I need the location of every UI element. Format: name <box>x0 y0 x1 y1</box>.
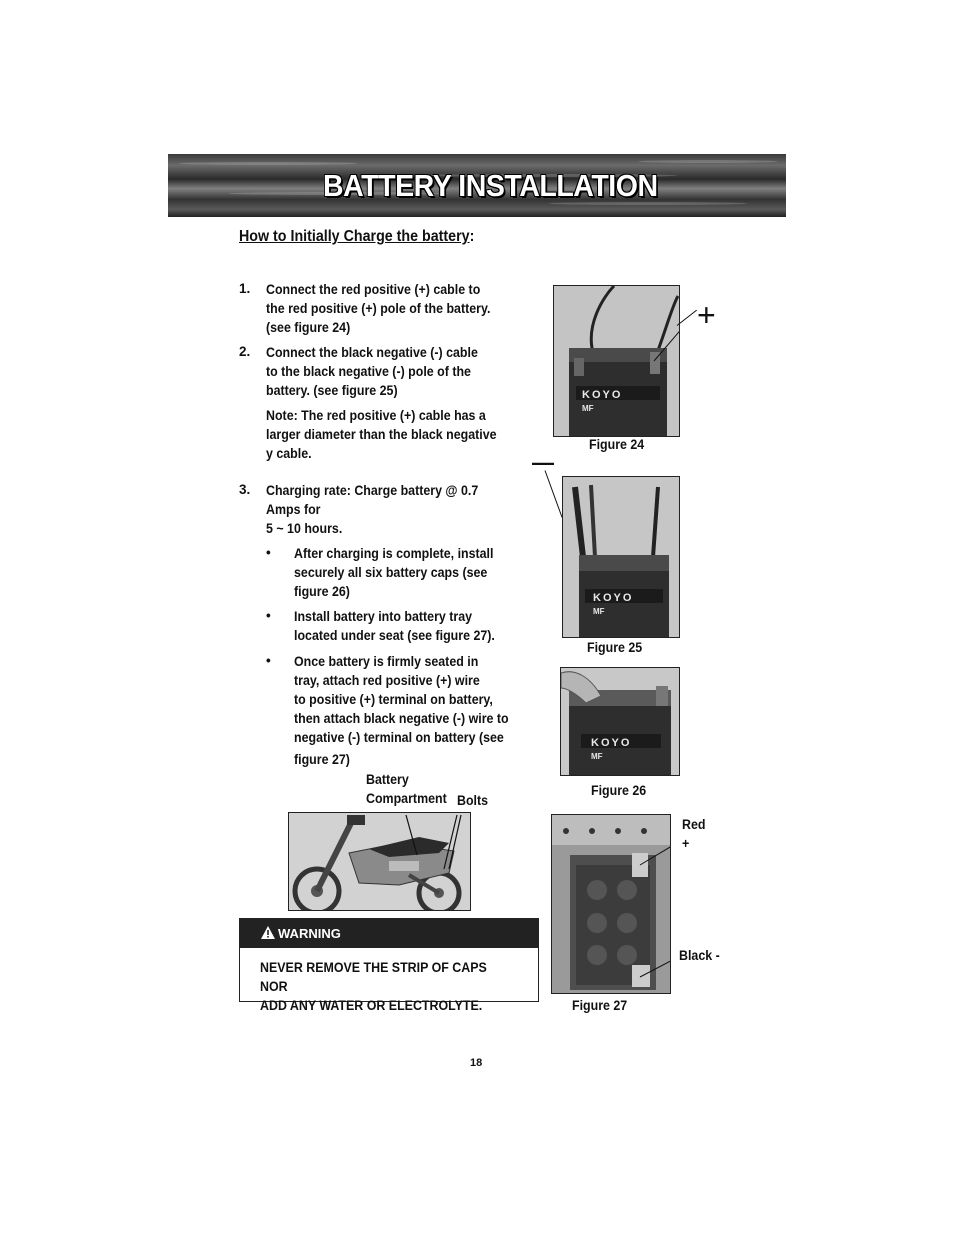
figure-25-pointer-line <box>544 470 563 518</box>
note-text: Note: The red positive (+) cable has a l… <box>266 406 514 463</box>
step-number: 3. <box>239 482 251 497</box>
note-line: y cable. <box>266 446 312 461</box>
plus-sign: + <box>697 297 716 333</box>
battery-tray-photo-27 <box>552 815 670 993</box>
red-label: Red <box>682 817 706 832</box>
red-plus-sign: + <box>682 836 690 851</box>
bullet-line: Install battery into battery tray <box>294 609 473 624</box>
battery-compartment-label: Battery Compartment <box>366 770 447 808</box>
black-label: Black - <box>679 948 720 963</box>
minus-sign: — <box>532 450 554 475</box>
battery-brand-text: KOYO <box>591 737 631 749</box>
step-text: Connect the black negative (-) cable to … <box>266 343 514 400</box>
step-text: Connect the red positive (+) cable to th… <box>266 280 514 337</box>
callout-line: Battery <box>366 772 409 787</box>
note-line: Note: The red positive (+) cable has a <box>266 408 486 423</box>
section-heading-text: How to Initially Charge the battery <box>239 228 470 245</box>
figure-25-caption: Figure 25 <box>587 640 643 655</box>
step-line: the red positive (+) pole of the battery… <box>266 301 491 316</box>
bullet-line: then attach black negative (-) wire to <box>294 711 509 726</box>
note-line: larger diameter than the black negative <box>266 427 497 442</box>
bullet-symbol: • <box>266 545 271 560</box>
step-number: 1. <box>239 281 251 296</box>
figure-27-photo <box>551 814 671 994</box>
battery-model-text: MF <box>593 607 605 616</box>
bullet-symbol: • <box>266 653 271 668</box>
bullet-line: figure 27) <box>294 752 350 767</box>
battery-photo-26: KOYO MF <box>561 668 679 775</box>
figure-25-photo: KOYO MF <box>562 476 680 638</box>
battery-brand-text: KOYO <box>582 389 622 401</box>
bullet-line: figure 26) <box>294 584 350 599</box>
dirt-bike-illustration <box>289 813 470 910</box>
bullet-line: negative (-) terminal on battery (see <box>294 730 504 745</box>
step-number: 2. <box>239 344 251 359</box>
battery-photo-24: KOYO MF <box>554 286 679 436</box>
dirt-bike-photo <box>288 812 471 911</box>
bullet-line: securely all six battery caps (see <box>294 565 488 580</box>
step-line: Charging rate: Charge battery @ 0.7 <box>266 483 479 498</box>
battery-model-text: MF <box>582 404 594 413</box>
battery-model-text: MF <box>591 752 603 761</box>
figure-24-photo: KOYO MF <box>553 285 680 437</box>
bullet-line: tray, attach red positive (+) wire <box>294 673 480 688</box>
figure-27-caption: Figure 27 <box>572 998 628 1013</box>
step-line: 5 ~ 10 hours. <box>266 521 343 536</box>
step-line: Connect the red positive (+) cable to <box>266 282 481 297</box>
bullet-line: to positive (+) terminal on battery, <box>294 692 493 707</box>
figure-24-caption: Figure 24 <box>589 437 645 452</box>
bullet-text: Install battery into battery tray locate… <box>294 607 515 645</box>
step-line: Amps for <box>266 502 321 517</box>
bolts-label: Bolts <box>457 793 489 808</box>
battery-photo-25: KOYO MF <box>563 477 679 637</box>
section-heading-suffix: : <box>469 228 475 245</box>
bullet-line: After charging is complete, install <box>294 546 494 561</box>
step-line: battery. (see figure 25) <box>266 383 398 398</box>
warning-line: ADD ANY WATER OR ELECTROLYTE. <box>260 998 483 1013</box>
bullet-text: Once battery is firmly seated in tray, a… <box>294 652 515 769</box>
step-text: Charging rate: Charge battery @ 0.7 Amps… <box>266 481 514 538</box>
warning-triangle-icon <box>261 926 275 939</box>
step-line: Connect the black negative (-) cable <box>266 345 478 360</box>
callout-line: Compartment <box>366 791 447 806</box>
battery-brand-text: KOYO <box>593 592 633 604</box>
page-number: 18 <box>470 1057 483 1069</box>
figure-26-caption: Figure 26 <box>591 783 647 798</box>
page-title: BATTERY INSTALLATION <box>323 168 658 203</box>
warning-text: NEVER REMOVE THE STRIP OF CAPS NOR ADD A… <box>260 958 513 1015</box>
section-heading: How to Initially Charge the battery: <box>239 228 474 246</box>
warning-line: NEVER REMOVE THE STRIP OF CAPS NOR <box>260 960 487 994</box>
figure-26-photo: KOYO MF <box>560 667 680 776</box>
header-banner: BATTERY INSTALLATION <box>168 154 786 217</box>
bullet-line: Once battery is firmly seated in <box>294 654 479 669</box>
warning-title: WARNING <box>278 926 341 941</box>
bullet-line: located under seat (see figure 27). <box>294 628 495 643</box>
step-line: to the black negative (-) pole of the <box>266 364 471 379</box>
bullet-symbol: • <box>266 608 271 623</box>
step-line: (see figure 24) <box>266 320 351 335</box>
warning-box: WARNING NEVER REMOVE THE STRIP OF CAPS N… <box>239 918 539 1013</box>
bullet-text: After charging is complete, install secu… <box>294 544 515 601</box>
warning-header: WARNING <box>240 919 538 948</box>
